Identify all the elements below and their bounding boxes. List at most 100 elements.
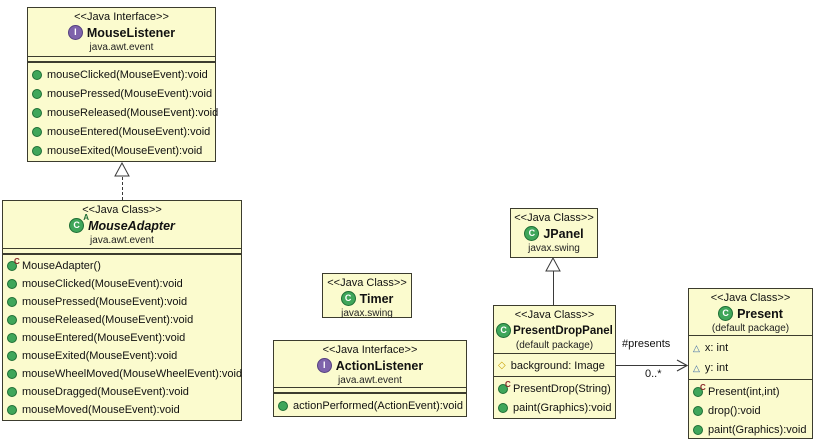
method-label: mouseClicked(MouseEvent):void — [22, 278, 183, 290]
stereotype-label: <<Java Class>> — [82, 204, 162, 216]
generalization-connector[interactable] — [553, 271, 554, 305]
method-label: actionPerformed(ActionEvent):void — [293, 399, 463, 412]
package-label: java.awt.event — [338, 375, 402, 386]
stereotype-label: <<Java Class>> — [327, 277, 407, 289]
method-label: mouseEntered(MouseEvent):void — [22, 332, 186, 344]
method-item[interactable]: mouseClicked(MouseEvent):void — [7, 275, 238, 293]
package-label: java.awt.event — [89, 42, 154, 53]
method-label: mouseWheelMoved(MouseWheelEvent):void — [22, 368, 243, 380]
public-method-icon — [32, 69, 42, 80]
field-triangle-icon: △ — [693, 342, 700, 353]
public-method-icon — [7, 405, 17, 415]
method-item[interactable]: paint(Graphics):void — [498, 398, 612, 417]
abstract-marker: A — [83, 213, 90, 222]
public-method-icon — [498, 402, 508, 413]
method-item[interactable]: mouseReleased(MouseEvent):void — [32, 103, 218, 122]
method-item[interactable]: mouseClicked(MouseEvent):void — [32, 65, 212, 84]
method-item[interactable]: mouseMoved(MouseEvent):void — [7, 401, 238, 419]
methods-compartment: mouseClicked(MouseEvent):void mousePress… — [28, 62, 218, 161]
realization-arrowhead-icon — [114, 162, 130, 177]
public-method-icon — [7, 297, 17, 307]
association-multiplicity-label[interactable]: 0..* — [645, 368, 662, 380]
attributes-compartment-empty — [274, 387, 466, 393]
constructor-item[interactable]: C Present(int,int) — [693, 382, 809, 401]
field-item[interactable]: △ y: int — [693, 358, 809, 378]
method-item[interactable]: drop():void — [693, 401, 809, 420]
method-item[interactable]: mousePressed(MouseEvent):void — [32, 84, 212, 103]
attributes-compartment-empty — [28, 56, 215, 62]
constructor-label: PresentDrop(String) — [513, 382, 611, 395]
fields-compartment: △ x: int △ y: int — [689, 335, 812, 379]
field-label: x: int — [704, 342, 729, 354]
class-box-mouseadapter[interactable]: <<Java Class>> C A MouseAdapter java.awt… — [2, 200, 242, 421]
method-label: mouseClicked(MouseEvent):void — [47, 68, 208, 81]
method-label: mousePressed(MouseEvent):void — [47, 87, 213, 100]
interface-icon: I — [67, 25, 83, 40]
method-item[interactable]: mouseReleased(MouseEvent):void — [7, 311, 238, 329]
class-icon: C — [718, 306, 734, 321]
method-item[interactable]: mouseWheelMoved(MouseWheelEvent):void — [7, 365, 242, 383]
public-method-icon — [693, 405, 703, 416]
class-name: MouseListener — [86, 25, 176, 40]
class-name: PresentDropPanel — [513, 324, 613, 337]
public-method-icon — [7, 369, 17, 379]
package-label: (default package) — [515, 340, 594, 351]
stereotype-label: <<Java Class>> — [514, 212, 594, 224]
field-item[interactable]: △ x: int — [693, 338, 809, 358]
public-method-icon — [32, 107, 42, 118]
abstract-class-icon: C A — [69, 213, 89, 233]
package-label: javax.swing — [528, 243, 580, 254]
stereotype-label: <<Java Interface>> — [322, 344, 418, 356]
method-item[interactable]: mouseExited(MouseEvent):void — [7, 347, 238, 365]
public-method-icon — [278, 400, 288, 411]
constructor-item[interactable]: C PresentDrop(String) — [498, 379, 612, 398]
method-label: mouseExited(MouseEvent):void — [47, 144, 203, 157]
method-item[interactable]: actionPerformed(ActionEvent):void — [278, 396, 463, 415]
field-label: background: Image — [510, 359, 605, 372]
stereotype-label: <<Java Class>> — [514, 309, 595, 321]
class-box-mouselistener[interactable]: <<Java Interface>> I MouseListener java.… — [27, 7, 218, 162]
method-label: paint(Graphics):void — [513, 401, 612, 414]
association-role-label[interactable]: #presents — [622, 338, 671, 350]
method-label: mouseMoved(MouseEvent):void — [22, 404, 180, 416]
class-header: <<Java Interface>> I ActionListener java… — [274, 341, 466, 387]
class-name: MouseAdapter — [88, 218, 175, 233]
class-header: <<Java Class>> C PresentDropPanel (defau… — [494, 306, 615, 352]
field-item[interactable]: ◇ background: Image — [498, 356, 612, 375]
method-item[interactable]: mouseEntered(MouseEvent):void — [32, 122, 212, 141]
class-name: JPanel — [543, 226, 584, 241]
field-label: y: int — [704, 362, 729, 374]
method-label: mousePressed(MouseEvent):void — [22, 296, 188, 308]
constructor-icon: C — [693, 383, 706, 397]
methods-compartment: C Present(int,int) drop():void paint(Gra… — [689, 379, 812, 440]
class-header: <<Java Class>> C Present (default packag… — [689, 289, 812, 335]
generalization-arrowhead-icon — [545, 257, 561, 272]
method-item[interactable]: mouseEntered(MouseEvent):void — [7, 329, 238, 347]
method-label: paint(Graphics):void — [708, 423, 807, 436]
methods-compartment: C PresentDrop(String) paint(Graphics):vo… — [494, 376, 615, 418]
constructor-item[interactable]: C MouseAdapter() — [7, 257, 238, 275]
methods-compartment: C MouseAdapter() mouseClicked(MouseEvent… — [3, 254, 242, 420]
stereotype-label: <<Java Interface>> — [74, 11, 169, 23]
method-item[interactable]: mousePressed(MouseEvent):void — [7, 293, 238, 311]
class-box-jpanel[interactable]: <<Java Class>> C JPanel javax.swing — [510, 208, 598, 258]
class-icon: C — [69, 218, 85, 233]
class-box-present[interactable]: <<Java Class>> C Present (default packag… — [688, 288, 813, 439]
constructor-label: MouseAdapter() — [22, 260, 101, 272]
class-box-timer[interactable]: <<Java Class>> C Timer javax.swing — [322, 273, 412, 319]
method-item[interactable]: mouseExited(MouseEvent):void — [32, 141, 212, 160]
association-arrowhead-icon — [676, 359, 689, 372]
method-label: mouseReleased(MouseEvent):void — [22, 314, 194, 326]
class-box-actionlistener[interactable]: <<Java Interface>> I ActionListener java… — [273, 340, 467, 417]
method-label: mouseEntered(MouseEvent):void — [47, 125, 211, 138]
fields-compartment: ◇ background: Image — [494, 353, 615, 376]
method-item[interactable]: paint(Graphics):void — [693, 420, 809, 439]
class-name: Present — [737, 306, 783, 321]
method-item[interactable]: mouseDragged(MouseEvent):void — [7, 383, 238, 401]
realization-connector[interactable] — [122, 177, 123, 200]
interface-icon: I — [316, 358, 332, 373]
class-box-presentdroppanel[interactable]: <<Java Class>> C PresentDropPanel (defau… — [493, 305, 616, 419]
association-connector[interactable] — [616, 365, 686, 366]
public-method-icon — [32, 126, 42, 137]
